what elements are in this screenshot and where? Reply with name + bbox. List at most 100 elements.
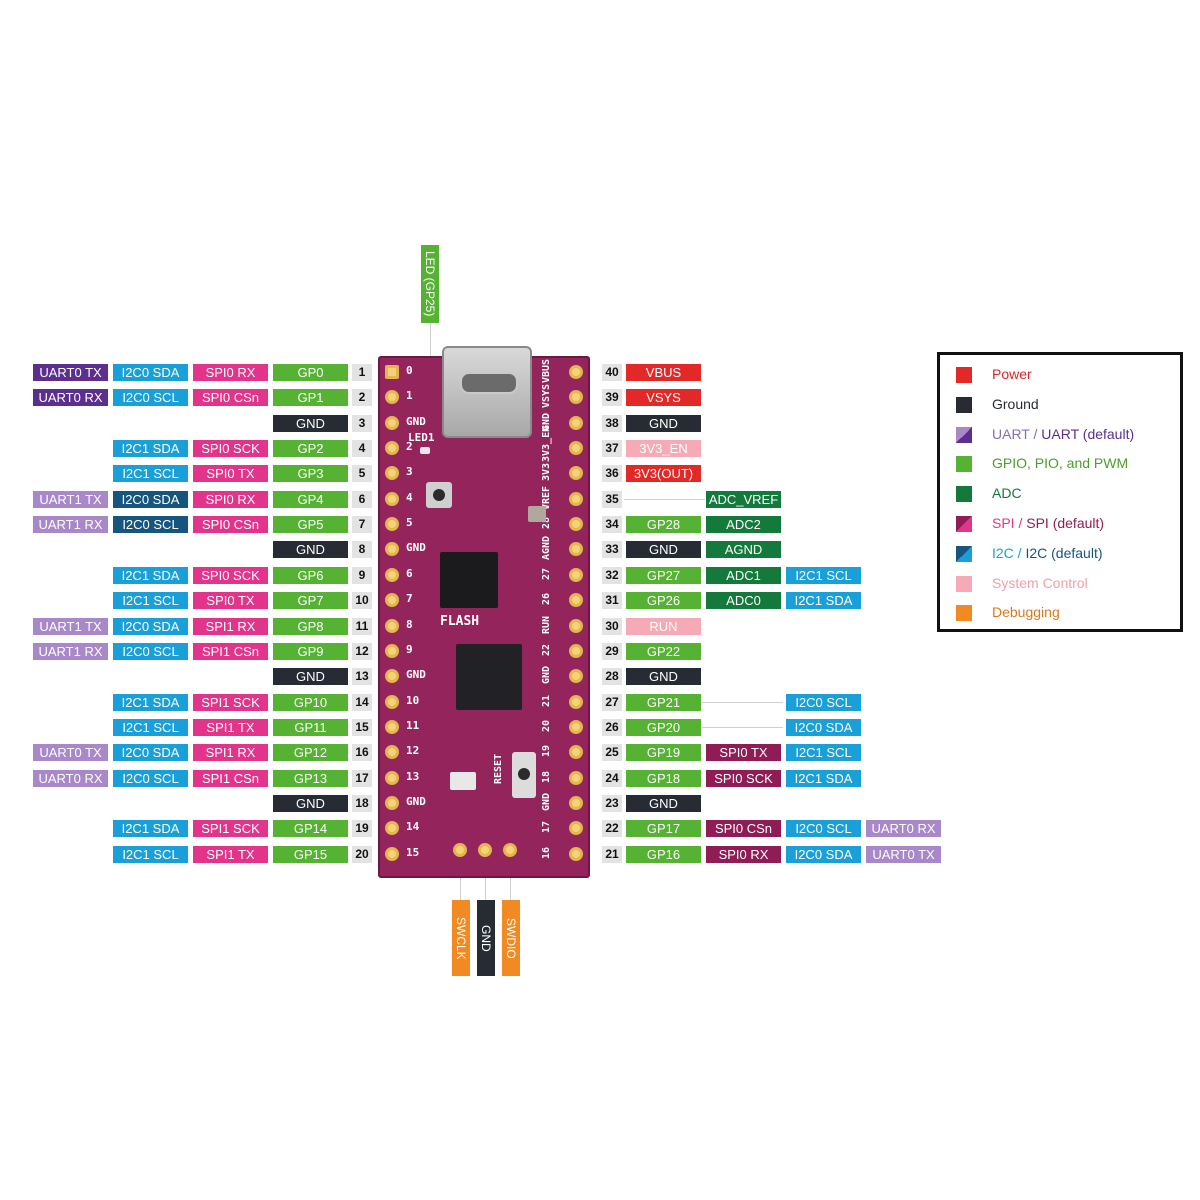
leader-line — [702, 726, 783, 728]
left-pin-8-number: 8 — [352, 541, 372, 559]
left-pin-5-label: SPI0 TX — [193, 465, 268, 483]
pad-left-12 — [385, 643, 399, 658]
right-pin-38-number: 38 — [602, 414, 622, 432]
right-pin-30-number: 30 — [602, 617, 622, 635]
right-pin-34-label: GP28 — [626, 516, 701, 534]
right-pin-22-label: UART0 RX — [866, 820, 941, 838]
left-pin-7-label: SPI0 CSn — [193, 516, 268, 534]
left-pin-7-label: UART1 RX — [33, 516, 108, 534]
left-pin-18-label: GND — [273, 794, 348, 812]
debug-leader-line — [485, 858, 486, 900]
left-pin-4-number: 4 — [352, 440, 372, 458]
left-pin-5-label: I2C1 SCL — [113, 465, 188, 483]
right-pin-26-label: I2C0 SDA — [786, 718, 861, 736]
left-pin-16-number: 16 — [352, 744, 372, 762]
left-pin-2-number: 2 — [352, 389, 372, 407]
left-pin-2-label: UART0 RX — [33, 389, 108, 407]
left-pin-19-label: SPI1 SCK — [193, 820, 268, 838]
left-pin-6-label: SPI0 RX — [193, 490, 268, 508]
led-component — [420, 447, 430, 454]
left-pin-16-label: I2C0 SDA — [113, 744, 188, 762]
flash-chip — [440, 552, 498, 608]
reset-button-cap — [518, 768, 530, 780]
pad-right-10 — [569, 593, 583, 608]
silk-left-16: 12 — [406, 744, 420, 758]
right-pin-39-label: VSYS — [626, 389, 701, 407]
leader-line — [624, 498, 705, 500]
left-pin-4-label: SPI0 SCK — [193, 440, 268, 458]
rp2040-mcu — [456, 644, 522, 710]
right-pin-36-number: 36 — [602, 465, 622, 483]
legend-swatch — [956, 426, 972, 443]
left-pin-2-label: GP1 — [273, 389, 348, 407]
right-pin-36-label: 3V3(OUT) — [626, 465, 701, 483]
left-pin-10-label: SPI0 TX — [193, 592, 268, 610]
pad-right-19 — [569, 821, 583, 836]
pad-left-1 — [385, 365, 399, 379]
right-pin-40-label: VBUS — [626, 364, 701, 381]
right-pin-31-label: GP26 — [626, 592, 701, 610]
legend-label: SPI / SPI (default) — [992, 515, 1105, 531]
right-pin-37-number: 37 — [602, 440, 622, 458]
right-pin-29-label: GP22 — [626, 642, 701, 660]
left-pin-11-number: 11 — [352, 617, 372, 635]
left-pin-15-label: GP11 — [273, 718, 348, 736]
left-pin-2-label: SPI0 CSn — [193, 389, 268, 407]
left-pin-16-label: UART0 TX — [33, 744, 108, 762]
right-pin-31-label: I2C1 SDA — [786, 592, 861, 610]
pad-right-8 — [569, 542, 583, 557]
right-pin-28-number: 28 — [602, 668, 622, 686]
right-pin-32-label: I2C1 SCL — [786, 566, 861, 584]
flash-label: FLASH — [440, 614, 480, 629]
left-pin-12-label: UART1 RX — [33, 642, 108, 660]
right-pin-32-label: ADC1 — [706, 566, 781, 584]
left-pin-15-label: SPI1 TX — [193, 718, 268, 736]
right-pin-39-number: 39 — [602, 389, 622, 407]
right-pin-24-label: GP18 — [626, 769, 701, 787]
pad-left-15 — [385, 719, 399, 734]
pad-left-17 — [385, 770, 399, 785]
pad-debug-1 — [453, 843, 467, 857]
pad-left-19 — [385, 821, 399, 836]
right-pin-33-label: GND — [626, 541, 701, 559]
silk-left-20: 15 — [406, 845, 420, 859]
led-leader-line — [430, 323, 431, 357]
silk-left-18: GND — [406, 794, 426, 808]
right-pin-24-label: I2C1 SDA — [786, 769, 861, 787]
left-pin-10-number: 10 — [352, 592, 372, 610]
usb-c-connector — [442, 346, 532, 438]
legend-label: Ground — [992, 395, 1039, 412]
left-pin-12-label: GP9 — [273, 642, 348, 660]
left-pin-1-label: GP0 — [273, 364, 348, 381]
right-pin-26-number: 26 — [602, 718, 622, 736]
left-pin-6-label: UART1 TX — [33, 490, 108, 508]
legend-label: UART / UART (default) — [992, 425, 1135, 442]
right-pin-22-label: I2C0 SCL — [786, 820, 861, 838]
right-pin-26-label: GP20 — [626, 718, 701, 736]
debug-pin-swclk-label: SWCLK — [452, 900, 470, 976]
left-pin-14-label: I2C1 SDA — [113, 693, 188, 711]
left-pin-20-number: 20 — [352, 845, 372, 863]
silk-left-9: 6 — [406, 566, 413, 580]
silk-left-6: 4 — [406, 490, 413, 504]
left-pin-9-label: I2C1 SDA — [113, 566, 188, 584]
right-pin-29-number: 29 — [602, 642, 622, 660]
regulator — [528, 506, 546, 522]
right-pin-33-label: AGND — [706, 541, 781, 559]
legend-label: Power — [992, 366, 1032, 382]
right-pin-27-label: GP21 — [626, 693, 701, 711]
silk-left-1: 0 — [406, 364, 413, 377]
left-pin-11-label: SPI1 RX — [193, 617, 268, 635]
silk-left-4: 2 — [406, 440, 413, 454]
left-pin-17-label: I2C0 SCL — [113, 769, 188, 787]
silk-left-15: 11 — [406, 718, 420, 732]
legend-label: Debugging — [992, 604, 1060, 621]
legend-swatch — [956, 456, 972, 473]
left-pin-9-label: GP6 — [273, 566, 348, 584]
pad-left-18 — [385, 795, 399, 810]
left-pin-14-label: GP10 — [273, 693, 348, 711]
right-pin-28-label: GND — [626, 668, 701, 686]
silk-left-8: GND — [406, 541, 426, 555]
right-pin-38-label: GND — [626, 414, 701, 432]
